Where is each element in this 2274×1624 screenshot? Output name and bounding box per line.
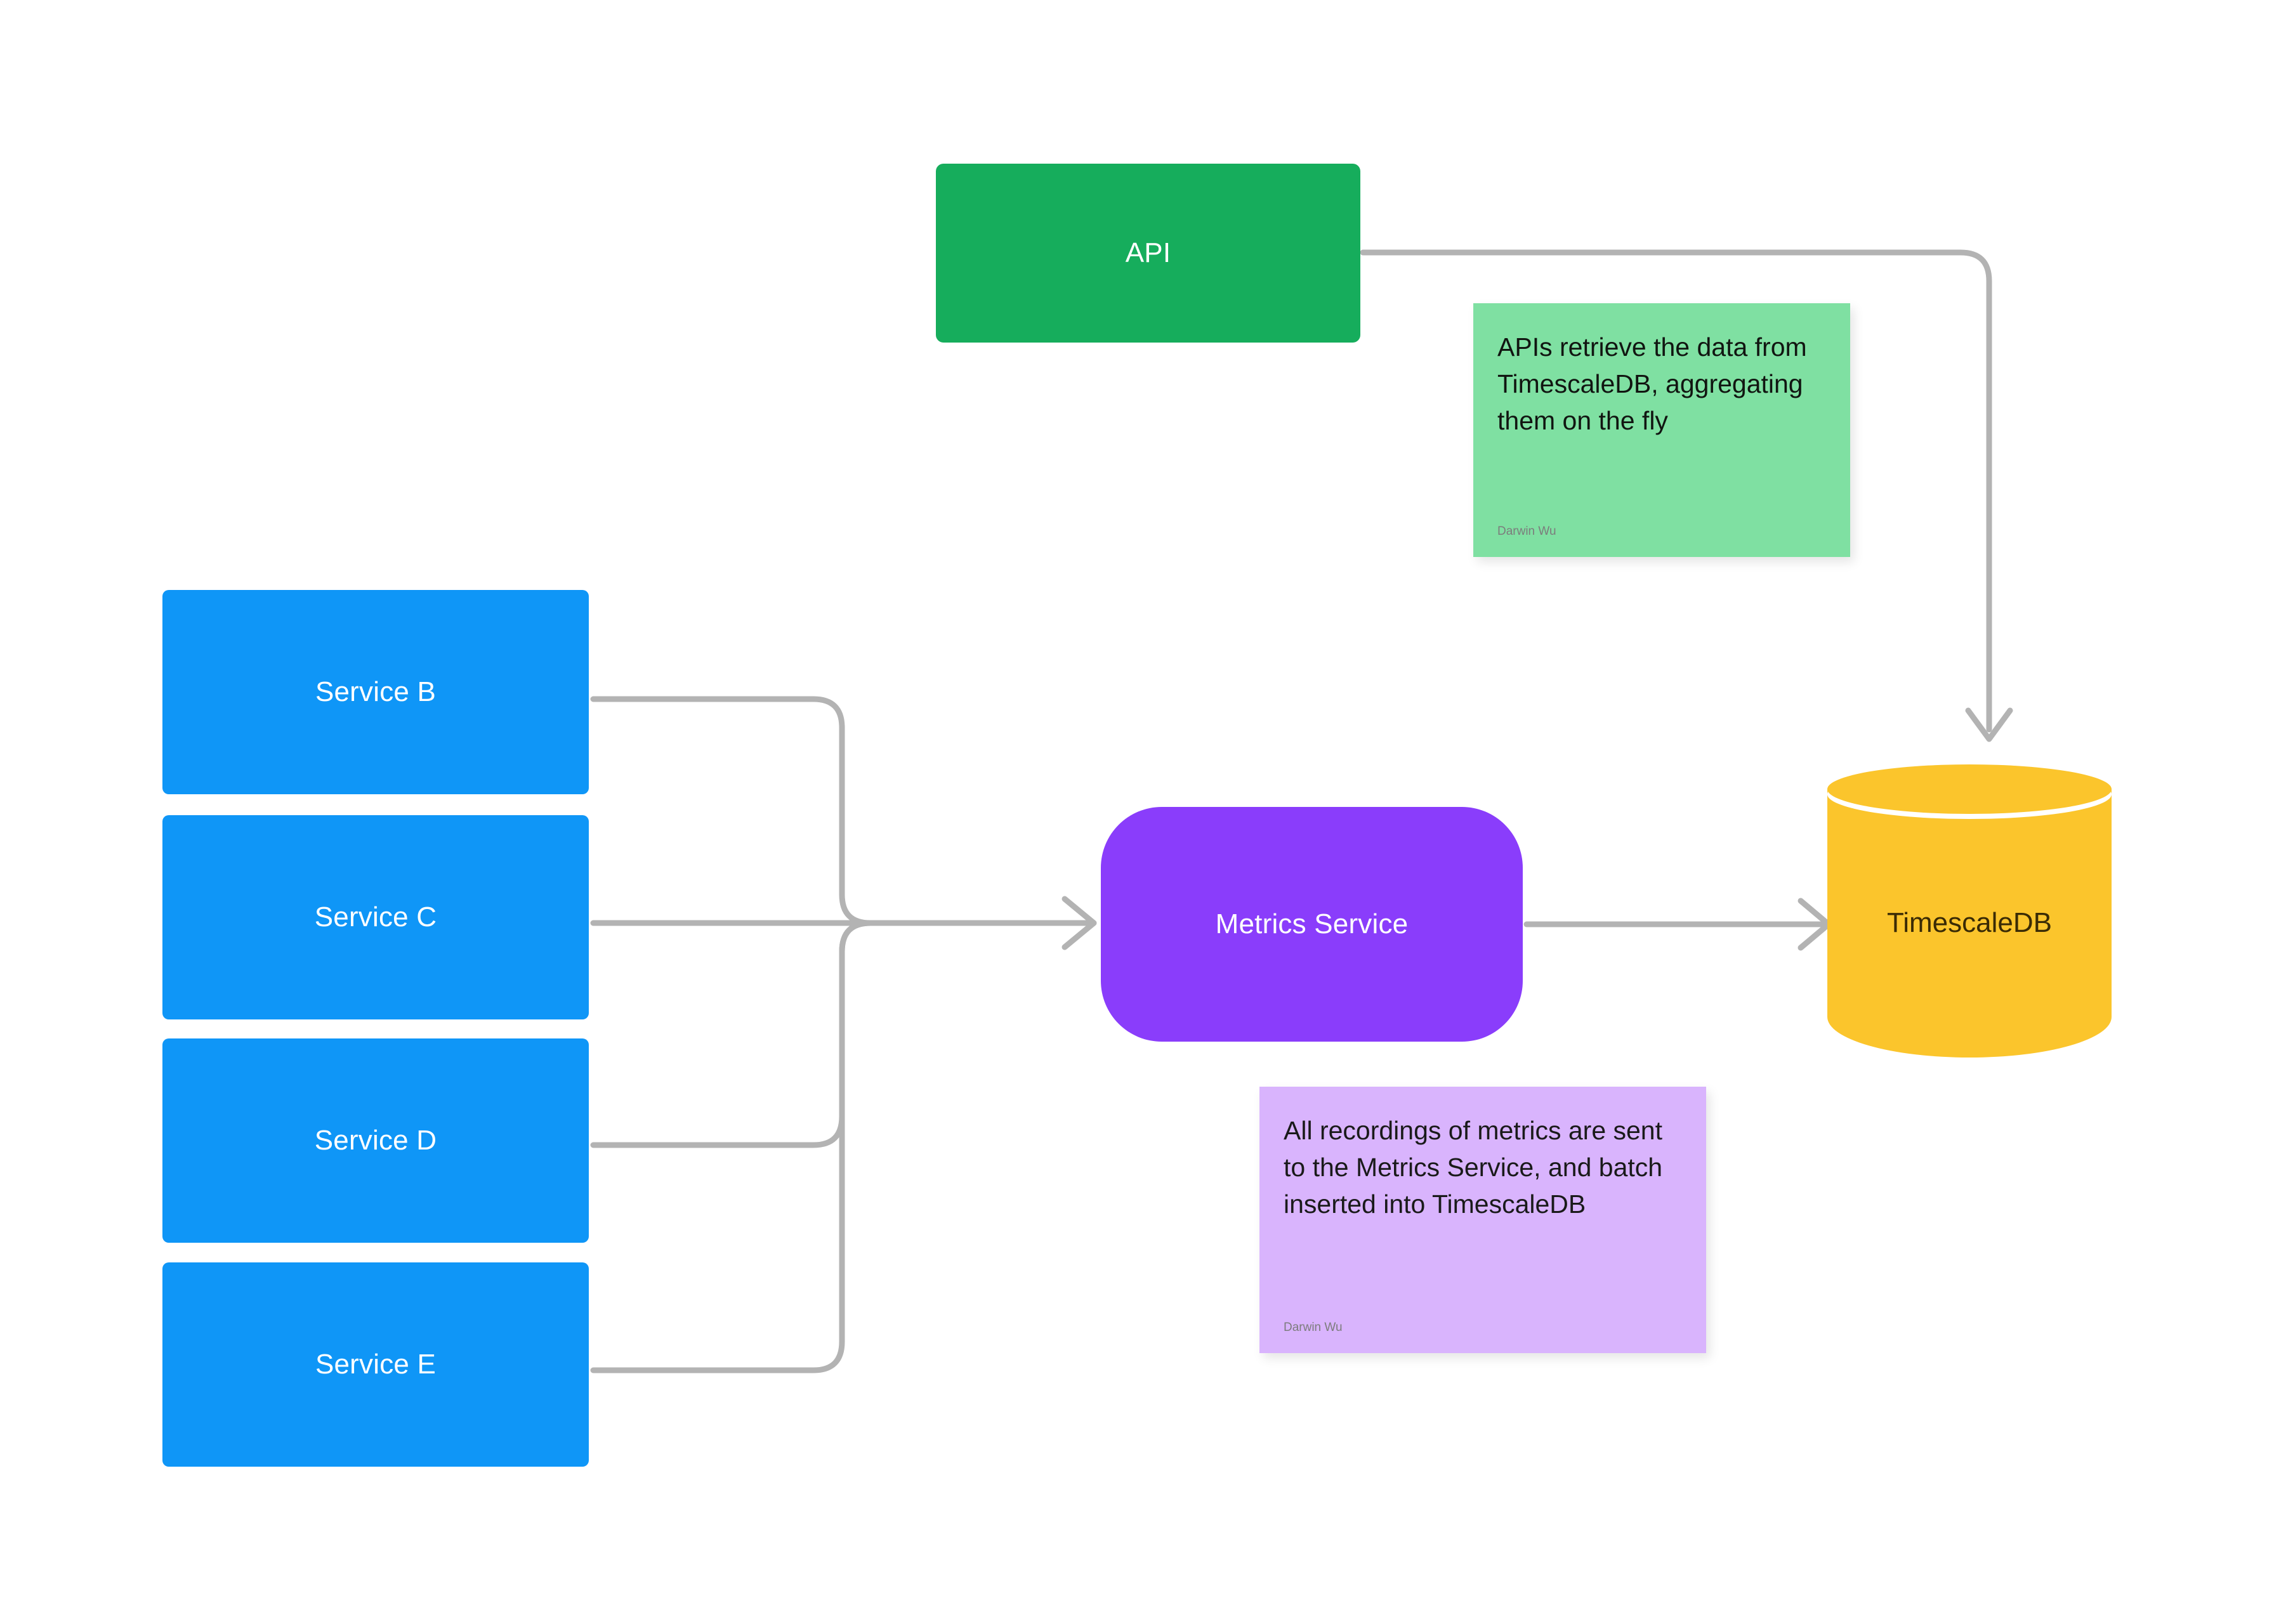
node-service-b-label: Service B — [315, 676, 437, 707]
node-metrics-service-label: Metrics Service — [1215, 908, 1409, 940]
node-timescaledb-label: TimescaleDB — [1887, 907, 2052, 938]
sticky-note-green-author: Darwin Wu — [1497, 525, 1556, 539]
edge-service-d — [590, 920, 874, 1148]
node-service-e[interactable]: Service E — [162, 1262, 589, 1467]
cylinder-body — [1827, 789, 2112, 1058]
node-service-c-label: Service C — [314, 901, 437, 933]
sticky-note-green-text: APIs retrieve the data from TimescaleDB,… — [1497, 332, 1807, 436]
edge-service-b — [590, 696, 874, 926]
node-api[interactable]: API — [936, 164, 1360, 343]
sticky-note-green[interactable]: APIs retrieve the data from TimescaleDB,… — [1473, 303, 1850, 557]
node-service-c[interactable]: Service C — [162, 815, 589, 1019]
sticky-note-purple-text: All recordings of metrics are sent to th… — [1284, 1116, 1663, 1219]
node-service-b[interactable]: Service B — [162, 590, 589, 794]
node-timescaledb[interactable]: TimescaleDB — [1827, 764, 2112, 1082]
sticky-note-purple-author: Darwin Wu — [1284, 1321, 1343, 1335]
node-metrics-service[interactable]: Metrics Service — [1101, 807, 1523, 1042]
edge-service-e — [590, 920, 874, 1373]
edge-merge-to-metrics-arrowhead — [1061, 896, 1097, 950]
edge-metrics-to-timescaledb-arrowhead — [1798, 898, 1832, 951]
cylinder-top-ellipse — [1827, 764, 2112, 814]
edge-api-to-timescaledb-arrowhead — [1965, 707, 2013, 742]
node-api-label: API — [1125, 237, 1171, 268]
node-service-d[interactable]: Service D — [162, 1038, 589, 1243]
sticky-note-purple[interactable]: All recordings of metrics are sent to th… — [1259, 1087, 1706, 1353]
node-service-d-label: Service D — [314, 1124, 437, 1156]
node-service-e-label: Service E — [315, 1348, 437, 1380]
